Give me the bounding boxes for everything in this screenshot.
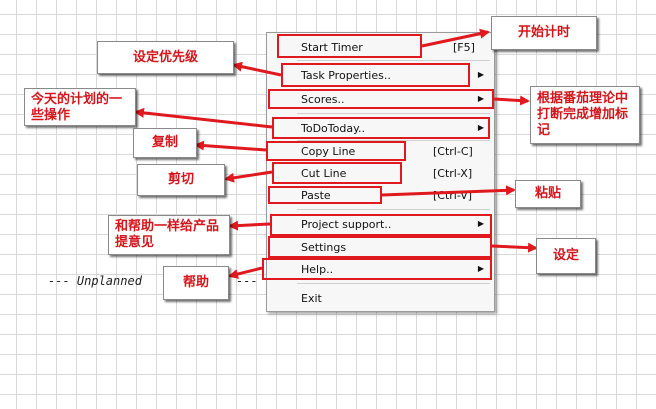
arrow-cut: [224, 170, 273, 183]
submenu-arrow-icon: ▶: [477, 123, 484, 132]
menu-item-cut-line[interactable]: Cut Line [Ctrl-X]: [267, 163, 494, 185]
menu-item-label: Task Properties..: [301, 69, 391, 82]
callout-settings: 设定: [536, 238, 596, 274]
menu-separator: [297, 140, 490, 141]
context-menu: Start Timer [F5] Task Properties.. ▶ Sco…: [266, 32, 495, 312]
callout-todotoday: 今天的计划的一些操作: [24, 88, 136, 126]
menu-item-scores[interactable]: Scores.. ▶: [267, 89, 494, 111]
menu-item-label: Project support..: [301, 218, 392, 231]
menu-item-copy-line[interactable]: Copy Line [Ctrl-C]: [267, 141, 494, 163]
menu-item-label: ToDoToday..: [301, 122, 366, 135]
submenu-arrow-icon: ▶: [477, 94, 484, 103]
arrow-task-properties: [232, 61, 282, 77]
submenu-arrow-icon: ▶: [477, 264, 484, 273]
arrow-help: [228, 266, 263, 279]
submenu-arrow-icon: ▶: [477, 70, 484, 79]
menu-item-task-properties[interactable]: Task Properties.. ▶: [267, 65, 494, 87]
menu-separator: [297, 283, 490, 284]
arrow-settings: [491, 242, 538, 253]
menu-item-label: Paste: [301, 189, 331, 202]
menu-item-todotoday[interactable]: ToDoToday.. ▶: [267, 118, 494, 140]
callout-cut: 剪切: [137, 164, 225, 196]
highlight-settings: [268, 236, 492, 258]
menu-item-label: Copy Line: [301, 145, 356, 158]
callout-scores: 根据番茄理论中打断完成增加标记: [530, 86, 640, 144]
highlight-task-properties: [281, 63, 470, 87]
menu-item-label: Scores..: [301, 93, 345, 106]
highlight-cut-line: [272, 162, 402, 184]
menu-item-shortcut: [Ctrl-X]: [433, 167, 473, 180]
menu-item-label: Exit: [301, 292, 322, 305]
callout-project-support: 和帮助一样给产品提意见: [108, 215, 230, 255]
highlight-scores: [268, 89, 494, 109]
menu-item-settings[interactable]: Settings: [267, 237, 494, 259]
menu-item-label: Help..: [301, 263, 334, 276]
submenu-arrow-icon: ▶: [477, 219, 484, 228]
highlight-copy-line: [266, 141, 406, 161]
arrow-copy: [194, 140, 267, 152]
highlight-paste: [268, 186, 382, 204]
callout-copy: 复制: [133, 128, 197, 158]
highlight-todotoday: [272, 117, 490, 139]
menu-item-project-support[interactable]: Project support.. ▶: [267, 214, 494, 236]
canvas-unplanned-text-end: ---: [236, 274, 258, 288]
menu-item-shortcut: [Ctrl-C]: [433, 145, 473, 158]
callout-paste: 粘贴: [515, 180, 581, 208]
highlight-start-timer: [277, 34, 422, 58]
canvas-unplanned-text: --- Unplanned: [48, 274, 142, 288]
menu-item-exit[interactable]: Exit: [267, 288, 494, 310]
menu-separator: [297, 209, 490, 210]
callout-help: 帮助: [163, 266, 229, 300]
highlight-help: [262, 258, 492, 280]
menu-item-help[interactable]: Help.. ▶: [267, 259, 494, 281]
arrow-scores: [493, 95, 530, 106]
arrow-todotoday: [134, 107, 273, 129]
highlight-project-support: [270, 214, 492, 236]
menu-separator: [297, 60, 490, 61]
callout-task-properties: 设定优先级: [97, 41, 234, 74]
menu-item-label: Start Timer: [301, 41, 363, 54]
menu-item-label: Settings: [301, 241, 347, 254]
callout-start-timer: 开始计时: [491, 16, 597, 50]
menu-separator: [297, 113, 490, 114]
menu-item-shortcut: [F5]: [453, 41, 475, 54]
menu-item-start-timer[interactable]: Start Timer [F5]: [267, 37, 494, 59]
arrow-start-timer: [421, 28, 490, 48]
menu-item-label: Cut Line: [301, 167, 347, 180]
arrow-paste: [381, 185, 516, 197]
arrow-project-support: [228, 220, 271, 231]
